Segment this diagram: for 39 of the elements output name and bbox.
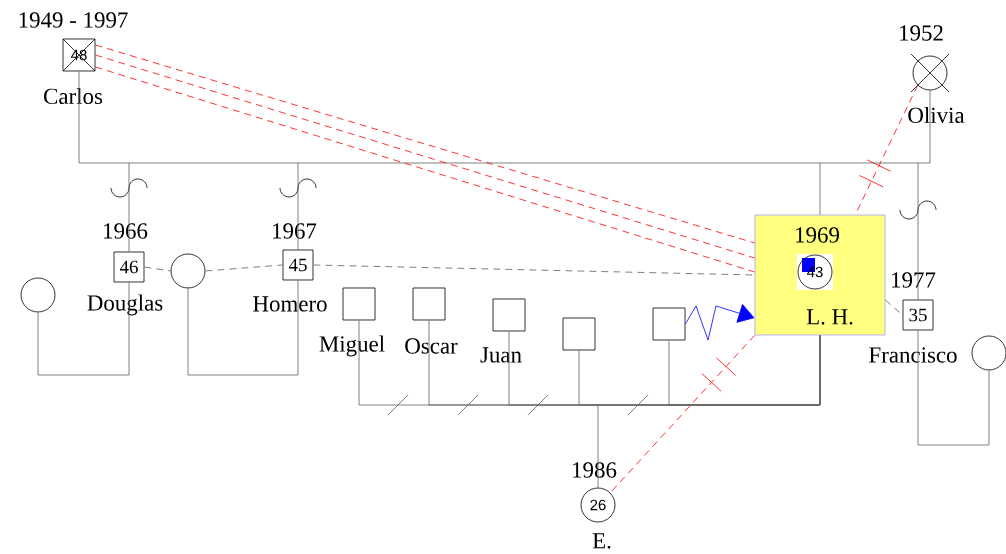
- relationship-line: [885, 299, 903, 316]
- marriage-line: [37, 282, 130, 376]
- year-label: 1949 - 1997: [19, 12, 128, 28]
- year-label: 1967: [273, 223, 317, 239]
- person-box: 46: [113, 251, 145, 283]
- name-label: Olivia: [908, 106, 965, 124]
- partner-line: [668, 335, 821, 406]
- year-label: 1986: [573, 462, 617, 478]
- name-label: Carlos: [44, 87, 103, 105]
- year-label: 1952: [900, 25, 943, 41]
- relationship-line: [205, 264, 283, 272]
- person-box: 45: [282, 249, 314, 281]
- name-label: Miguel: [319, 335, 385, 357]
- person-box: [562, 317, 596, 351]
- relationship-line: [144, 266, 171, 272]
- child-line: [819, 162, 821, 215]
- child-line: [597, 404, 599, 488]
- person-box: [652, 307, 686, 341]
- year-label: 1977: [892, 272, 936, 288]
- abuse-arrow: [685, 304, 755, 341]
- relationship-line: [313, 264, 755, 276]
- year-label: 1966: [104, 223, 148, 239]
- name-label: Douglas: [87, 294, 163, 316]
- person-circle: [20, 277, 56, 313]
- name-label: Juan: [480, 347, 522, 363]
- child-line: [917, 162, 919, 300]
- person-box: 35: [902, 299, 934, 331]
- child-line: [128, 162, 130, 252]
- name-label: Oscar: [405, 338, 458, 354]
- name-label: Francisco: [869, 347, 957, 363]
- relationship-line: [95, 44, 755, 273]
- name-label: E.: [592, 533, 611, 549]
- marriage-line: [187, 280, 299, 376]
- marriage-line: [917, 330, 990, 446]
- cutoff-line: [609, 335, 755, 494]
- name-label: Homero: [253, 296, 327, 312]
- child-line: [297, 162, 299, 250]
- family-line: [78, 71, 931, 164]
- person-circle: [170, 253, 206, 289]
